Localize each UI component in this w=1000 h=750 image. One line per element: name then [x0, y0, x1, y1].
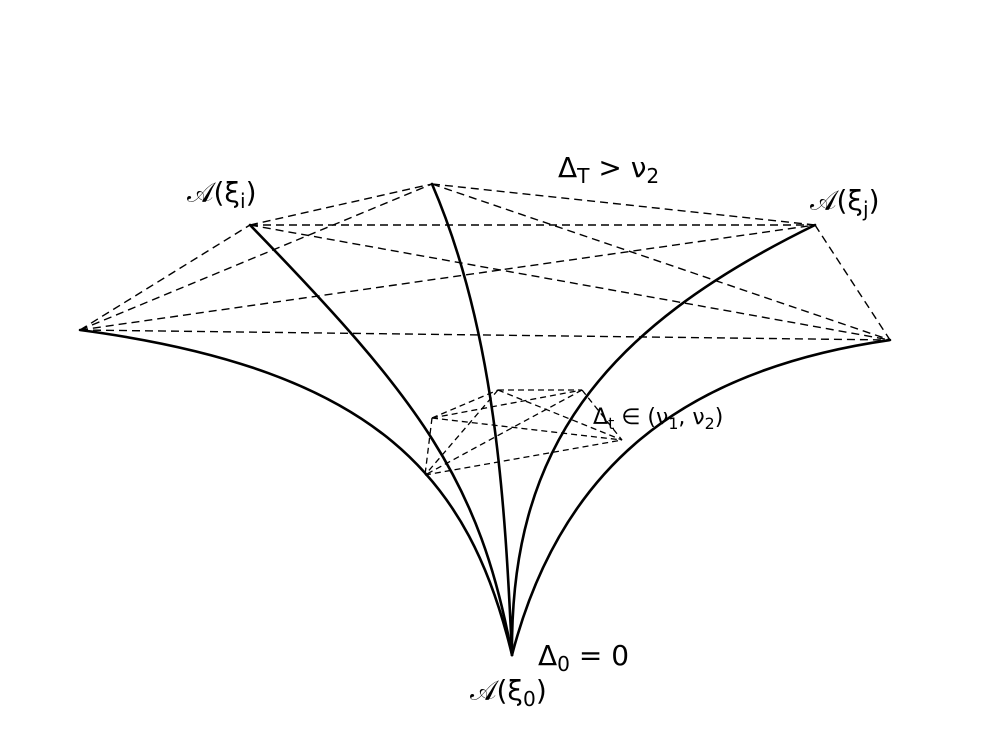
- upper-dashed-mesh: [79, 183, 891, 341]
- dashed-edge: [79, 329, 891, 341]
- dashed-edge: [431, 389, 583, 419]
- dashed-edge: [431, 389, 499, 419]
- dashed-edge: [424, 417, 433, 476]
- dashed-edge: [497, 389, 623, 441]
- dashed-edge: [249, 183, 433, 226]
- left-node-label: 𝒜(ξi): [187, 176, 257, 213]
- root-node-label: 𝒜(ξ0): [470, 674, 547, 711]
- solid-curves: [78, 182, 892, 657]
- dashed-edge: [814, 224, 891, 341]
- dashed-edge: [79, 224, 251, 331]
- dashed-edge: [424, 389, 499, 476]
- dashed-edge: [431, 183, 891, 341]
- curve-root-to-top-node: [430, 182, 514, 657]
- curve-root-to-far-right: [510, 338, 892, 657]
- top-delta-label: ΔT > ν2: [558, 151, 659, 188]
- root-delta-label: Δ0 = 0: [538, 639, 629, 676]
- dashed-edge: [431, 417, 623, 441]
- dashed-edge: [79, 183, 433, 331]
- curve-root-to-far-left: [78, 328, 514, 657]
- dashed-edge: [424, 389, 583, 476]
- dashed-edge: [431, 183, 816, 226]
- dashed-edge: [79, 224, 816, 331]
- mid-delta-label: Δt ∈ (ν1, ν2): [593, 405, 723, 433]
- dashed-edge: [249, 224, 891, 341]
- dashed-edge: [581, 389, 623, 441]
- curve-root-to-left-node: [248, 223, 514, 657]
- curve-root-to-right-node: [510, 223, 817, 657]
- dashed-edge: [424, 439, 623, 476]
- right-node-label: 𝒜(ξj): [810, 184, 880, 221]
- lower-dashed-mesh: [424, 389, 623, 476]
